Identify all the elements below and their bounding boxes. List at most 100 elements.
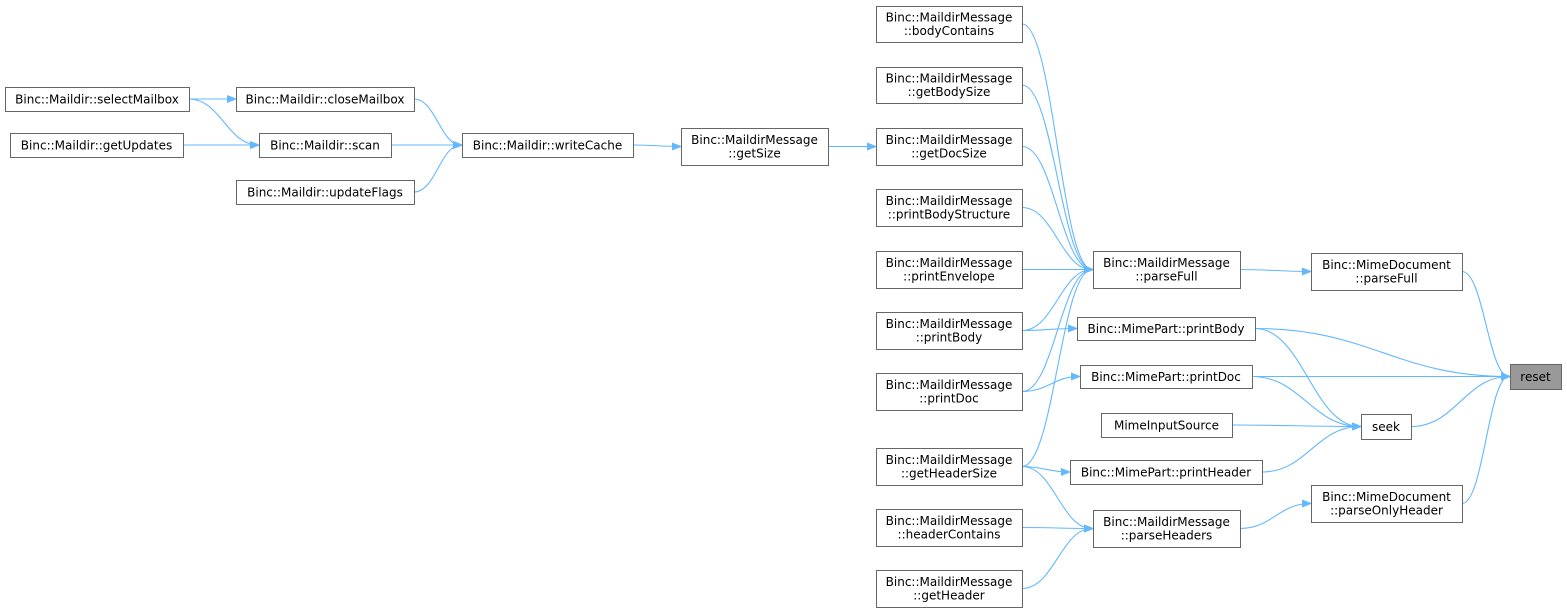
node-box-mm_parsefull[interactable] <box>1093 251 1241 289</box>
node-label-mm_getsize-1: ::getSize <box>728 147 780 161</box>
node-label-mimepart_printbody-0: Binc::MimePart::printBody <box>1088 322 1245 336</box>
node-label-mm_printbodystructure-0: Binc::MaildirMessage <box>886 194 1013 208</box>
node-label-mm_headercontains-0: Binc::MaildirMessage <box>886 514 1013 528</box>
node-mm_printdoc[interactable]: Binc::MaildirMessage::printDoc <box>876 373 1023 411</box>
node-md_scan[interactable]: Binc::Maildir::scan <box>259 133 392 158</box>
node-label-mm_headercontains-1: ::headerContains <box>898 528 1001 542</box>
node-box-mm_getheader[interactable] <box>876 570 1023 608</box>
node-md_updateflags[interactable]: Binc::Maildir::updateFlags <box>236 180 415 205</box>
node-label-mimedoc_parseonlyheader-0: Binc::MimeDocument <box>1322 490 1451 504</box>
node-mimepart_printbody[interactable]: Binc::MimePart::printBody <box>1077 317 1256 341</box>
node-box-mm_bodycontains[interactable] <box>876 6 1023 43</box>
edge-mm_headercontains-to-mm_parseheaders <box>1021 528 1092 529</box>
edge-mm_getheadersize-to-mm_parseheaders <box>1021 465 1092 529</box>
node-mm_printenvelope[interactable]: Binc::MaildirMessage::printEnvelope <box>876 251 1023 289</box>
node-mm_parseheaders[interactable]: Binc::MaildirMessage::parseHeaders <box>1093 510 1241 548</box>
edge-mimeinputsource-to-seek <box>1231 425 1360 427</box>
node-label-mm_parsefull-1: ::parseFull <box>1135 270 1197 284</box>
node-mimedoc_parseonlyheader[interactable]: Binc::MimeDocument::parseOnlyHeader <box>1311 485 1463 523</box>
node-box-seek[interactable] <box>1361 414 1412 440</box>
edge-mm_parseheaders-to-mimedoc_parseonlyheader <box>1239 504 1310 530</box>
node-label-md_selectmailbox-0: Binc::Maildir::selectMailbox <box>15 92 179 106</box>
node-box-mimeinputsource[interactable] <box>1101 413 1233 438</box>
edge-md_writecache-to-mm_getsize <box>632 145 680 147</box>
node-md_selectmailbox[interactable]: Binc::Maildir::selectMailbox <box>5 87 190 112</box>
node-box-mm_printbody[interactable] <box>876 312 1023 350</box>
node-box-mm_parseheaders[interactable] <box>1093 510 1241 548</box>
edge-mm_bodycontains-to-mm_parsefull <box>1021 23 1092 270</box>
edge-mm_printdoc-to-mimepart_printdoc <box>1021 377 1079 393</box>
edge-mimepart_printbody-to-reset <box>1254 327 1509 377</box>
edge-mm_getdocsize-to-mm_parsefull <box>1021 145 1092 270</box>
node-md_getupdates[interactable]: Binc::Maildir::getUpdates <box>10 133 184 158</box>
node-label-mm_getdocsize-0: Binc::MaildirMessage <box>886 133 1013 147</box>
node-mm_printbodystructure[interactable]: Binc::MaildirMessage::printBodyStructure <box>876 189 1023 227</box>
node-md_closemailbox[interactable]: Binc::Maildir::closeMailbox <box>236 87 415 112</box>
node-mimeinputsource[interactable]: MimeInputSource <box>1101 413 1233 438</box>
node-mm_parsefull[interactable]: Binc::MaildirMessage::parseFull <box>1093 251 1241 289</box>
node-mm_getdocsize[interactable]: Binc::MaildirMessage::getDocSize <box>876 128 1023 166</box>
node-label-mm_printbodystructure-1: ::printBodyStructure <box>888 208 1010 222</box>
edge-mm_printbodystructure-to-mm_parsefull <box>1021 206 1092 270</box>
node-box-mm_getdocsize[interactable] <box>876 128 1023 166</box>
node-mm_getheadersize[interactable]: Binc::MaildirMessage::getHeaderSize <box>876 448 1023 486</box>
node-label-mm_printdoc-1: ::printDoc <box>919 392 978 406</box>
node-mm_getbodysize[interactable]: Binc::MaildirMessage::getBodySize <box>876 67 1023 104</box>
edge-mimedoc_parseonlyheader-to-reset <box>1461 377 1509 505</box>
node-box-mm_getheadersize[interactable] <box>876 448 1023 486</box>
node-label-mm_getheader-0: Binc::MaildirMessage <box>886 575 1013 589</box>
node-box-mimedoc_parsefull[interactable] <box>1311 253 1463 291</box>
node-box-reset[interactable] <box>1510 364 1562 390</box>
node-label-seek-0: seek <box>1372 420 1400 434</box>
node-box-mimedoc_parseonlyheader[interactable] <box>1311 485 1463 523</box>
node-mm_printbody[interactable]: Binc::MaildirMessage::printBody <box>876 312 1023 350</box>
node-mimedoc_parsefull[interactable]: Binc::MimeDocument::parseFull <box>1311 253 1463 291</box>
node-box-md_writecache[interactable] <box>462 133 634 158</box>
node-seek[interactable]: seek <box>1361 414 1412 440</box>
node-mm_getheader[interactable]: Binc::MaildirMessage::getHeader <box>876 570 1023 608</box>
node-box-mm_printdoc[interactable] <box>876 373 1023 411</box>
node-box-mm_getsize[interactable] <box>681 128 829 166</box>
node-box-mm_headercontains[interactable] <box>876 509 1023 547</box>
node-label-reset-0: reset <box>1520 370 1551 384</box>
node-label-mimedoc_parseonlyheader-1: ::parseOnlyHeader <box>1330 504 1443 518</box>
node-reset[interactable]: reset <box>1510 364 1562 390</box>
node-label-mm_bodycontains-0: Binc::MaildirMessage <box>886 11 1013 25</box>
edge-mm_parsefull-to-mimedoc_parsefull <box>1239 270 1310 272</box>
node-label-mm_printenvelope-1: ::printEnvelope <box>903 270 995 284</box>
edge-seek-to-reset <box>1410 377 1509 428</box>
node-box-mimepart_printheader[interactable] <box>1070 460 1263 485</box>
edge-mimedoc_parsefull-to-reset <box>1461 270 1509 377</box>
edge-mimepart_printheader-to-seek <box>1261 427 1360 473</box>
edge-md_selectmailbox-to-md_scan <box>188 98 258 145</box>
node-mm_getsize[interactable]: Binc::MaildirMessage::getSize <box>681 128 829 166</box>
node-label-md_updateflags-0: Binc::Maildir::updateFlags <box>247 185 403 199</box>
node-label-mm_parsefull-0: Binc::MaildirMessage <box>1103 256 1230 270</box>
edge-mm_getbodysize-to-mm_parsefull <box>1021 84 1092 270</box>
node-mimepart_printheader[interactable]: Binc::MimePart::printHeader <box>1070 460 1263 485</box>
node-label-md_scan-0: Binc::Maildir::scan <box>270 138 380 152</box>
node-box-mimepart_printdoc[interactable] <box>1080 365 1253 389</box>
node-box-mimepart_printbody[interactable] <box>1077 317 1256 341</box>
node-label-mm_getdocsize-1: ::getDocSize <box>911 147 987 161</box>
node-box-md_scan[interactable] <box>259 133 392 158</box>
node-box-md_closemailbox[interactable] <box>236 87 415 112</box>
node-mm_headercontains[interactable]: Binc::MaildirMessage::headerContains <box>876 509 1023 547</box>
node-label-mimedoc_parsefull-1: ::parseFull <box>1355 272 1417 286</box>
node-label-mm_printdoc-0: Binc::MaildirMessage <box>886 378 1013 392</box>
node-box-md_updateflags[interactable] <box>236 180 415 205</box>
edge-mm_getheader-to-mm_parseheaders <box>1021 529 1092 590</box>
node-box-mm_printenvelope[interactable] <box>876 251 1023 289</box>
edge-mm_getheadersize-to-mm_parsefull <box>1021 270 1092 468</box>
edge-mimepart_printbody-to-seek <box>1254 327 1360 427</box>
node-mimepart_printdoc[interactable]: Binc::MimePart::printDoc <box>1080 365 1253 389</box>
node-md_writecache[interactable]: Binc::Maildir::writeCache <box>462 133 634 158</box>
node-label-mm_getbodysize-1: ::getBodySize <box>908 85 991 99</box>
node-box-mm_getbodysize[interactable] <box>876 67 1023 104</box>
node-box-mm_printbodystructure[interactable] <box>876 189 1023 227</box>
node-box-md_selectmailbox[interactable] <box>5 87 190 112</box>
edge-md_closemailbox-to-md_writecache <box>413 98 461 145</box>
node-mm_bodycontains[interactable]: Binc::MaildirMessage::bodyContains <box>876 6 1023 43</box>
node-box-md_getupdates[interactable] <box>10 133 184 158</box>
node-label-mimedoc_parsefull-0: Binc::MimeDocument <box>1322 258 1451 272</box>
